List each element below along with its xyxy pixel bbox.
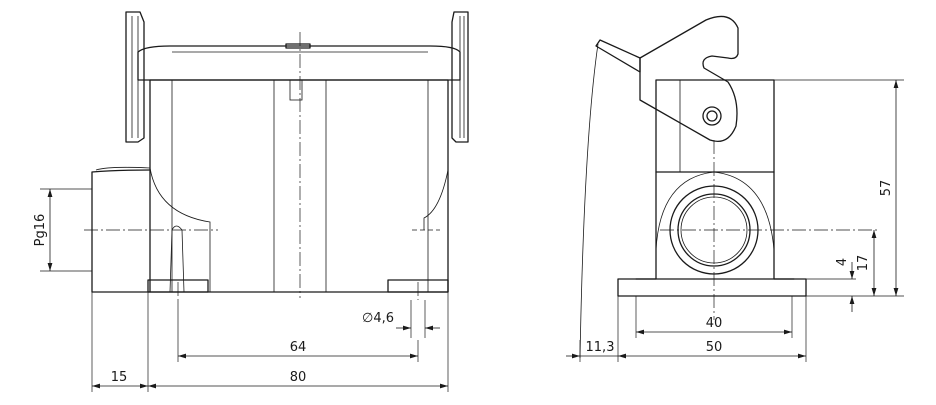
- dim-57: 57: [879, 180, 894, 197]
- dim-17: 17: [856, 255, 871, 272]
- side-view: [579, 15, 880, 359]
- side-base-flange: [617, 278, 807, 297]
- right-latch: [451, 11, 469, 143]
- dim-4: 4: [835, 258, 850, 266]
- dim-80: 80: [290, 370, 307, 385]
- latch-pivot-inner: [706, 110, 718, 122]
- dim-pg16: Pg16: [33, 214, 48, 247]
- dim-50: 50: [706, 340, 723, 355]
- side-upper-block: [655, 79, 775, 173]
- dim-15: 15: [111, 370, 128, 385]
- front-view: [84, 11, 469, 300]
- top-cover: [137, 45, 461, 81]
- dim-40: 40: [706, 316, 723, 331]
- side-lower-boss: [635, 171, 795, 280]
- cable-entry-boss: [91, 169, 151, 293]
- dim-hole-diameter: ∅4,6: [362, 311, 394, 326]
- dim-11-3: 11,3: [586, 340, 615, 355]
- latch-pivot-outer: [702, 106, 722, 126]
- dim-64: 64: [290, 340, 307, 355]
- side-latch-hook: [639, 15, 739, 143]
- side-dimensions: 57 17 4 40 50 11,3: [566, 79, 904, 362]
- front-dimensions: Pg16 ∅4,6 64 15 80: [33, 188, 449, 392]
- left-latch: [125, 11, 145, 143]
- lever-arm: [595, 39, 641, 73]
- housing-body: [149, 79, 449, 293]
